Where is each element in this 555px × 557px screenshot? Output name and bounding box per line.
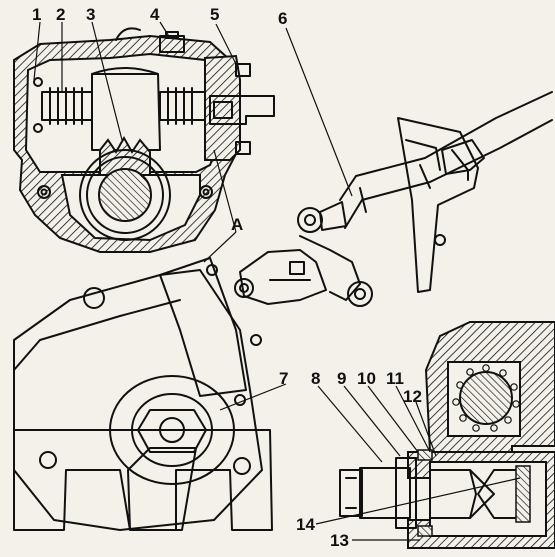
callout-10: 10 <box>357 369 376 388</box>
gearbox-external-view <box>13 257 273 531</box>
leader-lines <box>33 21 521 541</box>
callout-8: 8 <box>311 369 320 388</box>
callout-3: 3 <box>86 5 95 24</box>
callout-A: A <box>231 215 243 234</box>
callout-7: 7 <box>279 369 288 388</box>
callout-12: 12 <box>403 387 422 406</box>
steering-column-assembly <box>234 91 553 307</box>
callout-9: 9 <box>337 369 346 388</box>
callout-13: 13 <box>330 531 349 550</box>
callout-labels: 1 2 3 4 5 6 A 7 8 9 10 11 12 13 14 <box>32 5 422 550</box>
adjuster-section-view <box>339 321 555 549</box>
callout-11: 11 <box>386 369 404 388</box>
callout-6: 6 <box>278 9 287 28</box>
gearbox-section-view <box>13 27 275 253</box>
callout-14: 14 <box>296 515 315 534</box>
callout-1: 1 <box>32 5 41 24</box>
callout-4: 4 <box>150 5 160 24</box>
callout-2: 2 <box>56 5 65 24</box>
bearing-balls <box>452 364 520 432</box>
callout-5: 5 <box>210 5 219 24</box>
